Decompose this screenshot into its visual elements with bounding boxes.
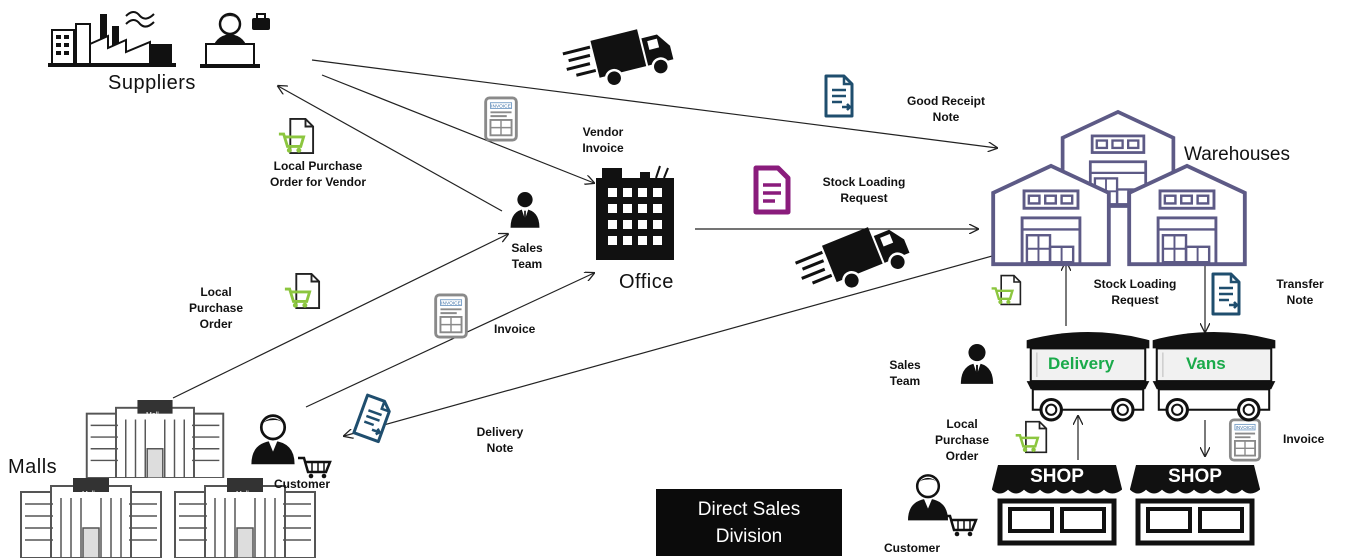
sales-team-person-icon: [510, 192, 540, 228]
invoice-label: Invoice: [494, 322, 536, 336]
cart-document-icon: [277, 117, 315, 155]
delivery-van-icon: [1026, 330, 1150, 422]
suppliers-label: Suppliers: [108, 72, 196, 94]
document-icon: [824, 74, 854, 118]
invoice-label: Invoice: [1283, 432, 1325, 446]
shopping-cart-icon: [298, 456, 332, 479]
customer-person-icon: [906, 474, 950, 522]
stock-loading-request-label: Stock Loading Request: [1093, 277, 1177, 307]
arrow-customer-to-office: [305, 273, 594, 408]
arrow-suppliers-to-warehouses: [311, 59, 997, 148]
cart-document-icon: [283, 272, 321, 310]
local-purchase-order-for-vendor-label: Local Purchase Order for Vendor: [269, 159, 367, 189]
sales-team-person-icon: [960, 344, 994, 384]
arrow-salesteam-to-suppliers: [278, 86, 503, 212]
mall-sign-label: Mall: [146, 412, 159, 419]
warehouses-label: Warehouses: [1184, 144, 1290, 165]
vendor-person-laptop-icon: [200, 12, 270, 68]
invoice-icon: [484, 96, 518, 142]
truck-icon: [791, 214, 916, 307]
direct-sales-division-box: Direct Sales Division: [656, 489, 842, 556]
invoice-icon: [434, 293, 468, 339]
factory-icon: [48, 11, 176, 67]
document-icon: [352, 393, 394, 444]
invoice-icon: [1228, 418, 1262, 462]
local-purchase-order-label: Local Purchase Order: [188, 285, 244, 331]
sales-team-label: Sales Team: [889, 358, 921, 388]
cart-document-icon: [990, 274, 1022, 306]
good-receipt-note-label: Good Receipt Note: [906, 94, 985, 124]
shop-sign-label: SHOP: [1168, 466, 1222, 487]
vendor-invoice-label: Vendor Invoice: [582, 125, 624, 155]
connectors: [172, 59, 1205, 460]
sales-team-label: Sales Team: [511, 241, 543, 271]
arrow-warehouses-to-customer: [344, 252, 1004, 436]
delivery-van-label: Delivery: [1048, 354, 1115, 373]
office-building-icon: [596, 165, 674, 260]
cart-document-icon: [1014, 420, 1048, 454]
document-icon: [1211, 272, 1241, 316]
mall-building-icon: [20, 478, 162, 558]
delivery-note-label: Delivery Note: [476, 425, 524, 455]
mall-sign-label: Mall: [82, 491, 95, 498]
customer-label: Customer: [883, 541, 940, 555]
local-purchase-order-label: Local Purchase Order: [934, 417, 990, 463]
arrow-suppliers-to-office: [321, 74, 594, 183]
office-label: Office: [619, 271, 674, 293]
arrow-malls-to-salesteam: [172, 234, 508, 399]
stock-loading-request-document-icon: [753, 165, 791, 215]
shopping-cart-icon: [944, 514, 978, 537]
mall-sign-label: Mall: [236, 491, 249, 498]
shop-sign-label: SHOP: [1030, 466, 1084, 487]
stock-loading-request-label: Stock Loading Request: [822, 175, 906, 205]
customer-person-icon: [250, 414, 296, 466]
transfer-note-label: Transfer Note: [1276, 277, 1324, 307]
customer-label: Customer: [273, 477, 330, 491]
truck-icon: [560, 20, 678, 99]
vans-label: Vans: [1186, 354, 1226, 373]
malls-label: Malls: [8, 456, 58, 478]
delivery-van-icon: [1152, 330, 1276, 422]
